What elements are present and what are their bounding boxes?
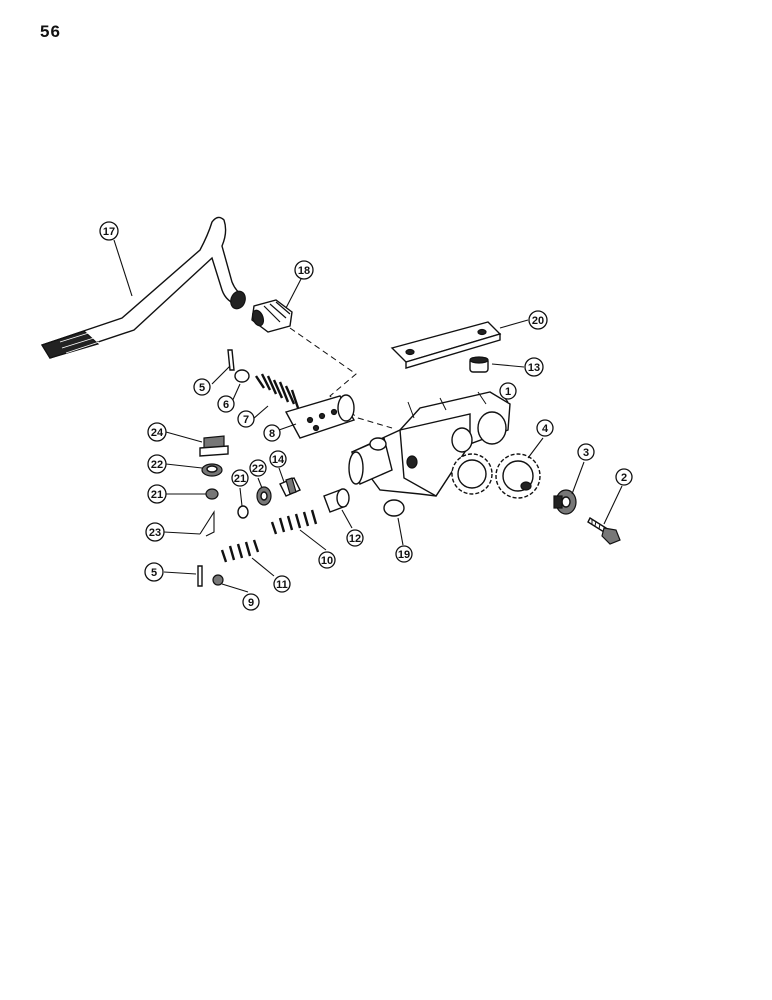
svg-text:4: 4 [542, 423, 549, 435]
svg-text:11: 11 [276, 579, 288, 591]
svg-text:23: 23 [149, 527, 161, 539]
callout-10: 10 [318, 551, 336, 569]
washer-part [212, 574, 224, 586]
svg-text:8: 8 [269, 428, 275, 440]
svg-text:2: 2 [621, 472, 627, 484]
o-ring-part [383, 499, 405, 517]
callout-4: 4 [536, 419, 554, 437]
svg-text:18: 18 [298, 265, 310, 277]
routing-dashed-line [289, 327, 393, 429]
cotter-pin-lower-part [197, 565, 203, 587]
elbow-fitting-part [279, 477, 301, 497]
callout-12: 12 [346, 529, 364, 547]
callout-13: 13 [524, 357, 544, 377]
svg-text:19: 19 [398, 549, 410, 561]
sleeve-part [284, 394, 356, 439]
nut-left-part [201, 463, 223, 477]
callout-21-mid: 21 [231, 469, 249, 487]
svg-text:13: 13 [528, 362, 540, 374]
svg-text:9: 9 [248, 597, 254, 609]
callout-24: 24 [147, 422, 167, 442]
svg-text:7: 7 [243, 414, 249, 426]
callout-3: 3 [577, 443, 595, 461]
svg-text:17: 17 [103, 226, 115, 238]
svg-text:6: 6 [223, 399, 229, 411]
small-nut-mid-part [237, 505, 249, 519]
callout-8: 8 [263, 424, 281, 442]
callout-7: 7 [237, 410, 255, 428]
lever-part [40, 216, 246, 359]
cotter-pin-part [227, 349, 235, 371]
callout-14: 14 [269, 450, 287, 468]
callout-1: 1 [499, 382, 517, 400]
bolt-part [587, 516, 621, 545]
bushing-lower-part [323, 488, 350, 513]
callout-22-mid: 22 [249, 459, 267, 477]
long-spring-part [270, 509, 318, 535]
spring-part [255, 373, 300, 409]
callout-6: 6 [217, 395, 235, 413]
small-nut-left-part [205, 488, 219, 500]
svg-text:5: 5 [151, 567, 157, 579]
svg-text:21: 21 [234, 473, 246, 485]
callout-23: 23 [145, 522, 165, 542]
svg-text:10: 10 [321, 555, 333, 567]
svg-text:22: 22 [252, 463, 264, 475]
callout-18: 18 [294, 260, 314, 280]
callout-2: 2 [615, 468, 633, 486]
callout-17: 17 [99, 221, 119, 241]
callout-21-left: 21 [147, 484, 167, 504]
callout-5-upper: 5 [193, 378, 211, 396]
svg-text:20: 20 [532, 315, 544, 327]
bushing-part [469, 356, 489, 373]
page-number: 56 [40, 22, 61, 41]
gear-pair-part [451, 453, 541, 499]
fitting-part [251, 299, 293, 333]
callout-20: 20 [528, 310, 548, 330]
svg-text:1: 1 [505, 386, 511, 398]
wire-clip-part [199, 510, 215, 537]
plate-part [390, 321, 502, 369]
svg-text:5: 5 [199, 382, 205, 394]
svg-text:24: 24 [151, 427, 164, 439]
spring-lower-part [220, 539, 260, 563]
pump-body-part [348, 391, 511, 497]
disc-part [234, 369, 250, 383]
callout-11: 11 [273, 575, 291, 593]
callout-9: 9 [242, 593, 260, 611]
svg-text:12: 12 [349, 533, 361, 545]
callout-19: 19 [395, 545, 413, 563]
plug-part [199, 435, 229, 457]
callout-5-lower: 5 [144, 562, 164, 582]
callout-22-left: 22 [147, 454, 167, 474]
svg-text:14: 14 [272, 454, 285, 466]
cap-part [553, 489, 577, 515]
svg-text:22: 22 [151, 459, 163, 471]
leader-lines [113, 239, 623, 593]
svg-text:21: 21 [151, 489, 163, 501]
nut-mid-part [256, 486, 272, 506]
svg-text:3: 3 [583, 447, 589, 459]
